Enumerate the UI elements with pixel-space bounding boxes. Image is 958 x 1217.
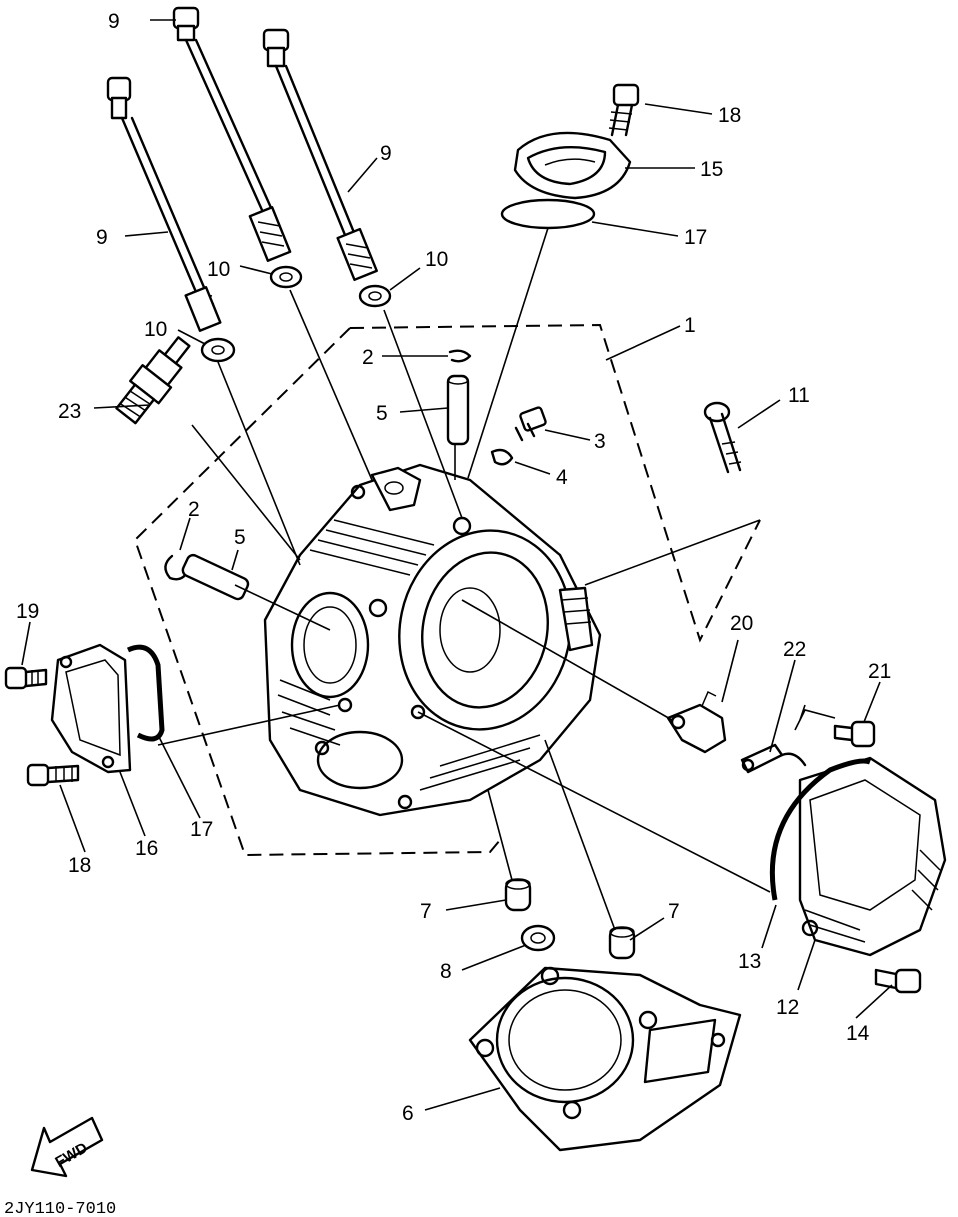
- callout-6: 6: [402, 1102, 414, 1125]
- o-ring-top: [500, 198, 596, 230]
- seal-8: [520, 924, 556, 952]
- dowel-pin-right: [608, 926, 636, 960]
- callout-16: 16: [135, 837, 158, 860]
- valve-cover-12: [798, 756, 947, 957]
- bolt-21: [833, 720, 876, 748]
- callout-22: 22: [783, 638, 806, 661]
- stud-bolt-middle: [172, 6, 292, 262]
- spark-plug: [115, 336, 191, 425]
- callout-18-lower: 18: [68, 854, 91, 877]
- callout-leaders: [21, 19, 893, 1111]
- bolt-3: [514, 406, 547, 442]
- callout-10-middle: 10: [207, 258, 230, 281]
- callout-21: 21: [868, 660, 891, 683]
- diagram-code: 2JY110-7010: [4, 1200, 116, 1217]
- callout-8: 8: [440, 960, 452, 983]
- forward-arrow: FWD: [30, 1116, 104, 1178]
- valve-guide-lower: [181, 553, 250, 601]
- callout-23: 23: [58, 400, 81, 423]
- bolt-14: [874, 968, 922, 994]
- bolt-19: [4, 666, 48, 690]
- callout-20: 20: [730, 612, 753, 635]
- fitting-20: [666, 690, 727, 754]
- callout-2-upper: 2: [362, 346, 374, 369]
- bolt-top: [608, 83, 640, 137]
- callout-10-left: 10: [144, 318, 167, 341]
- callout-2-lower: 2: [188, 498, 200, 521]
- gasket-13: [769, 758, 871, 901]
- washer-left: [200, 337, 236, 363]
- washer-middle: [269, 265, 303, 289]
- callout-3: 3: [594, 430, 606, 453]
- callout-14: 14: [846, 1022, 870, 1045]
- circlip-lower: [164, 554, 188, 581]
- dowel-pin-left: [504, 878, 532, 912]
- callout-9-right: 9: [380, 142, 392, 165]
- clip-4: [490, 448, 514, 466]
- bolt-11: [703, 401, 742, 474]
- o-ring-side: [126, 644, 165, 742]
- circlip-upper: [448, 349, 472, 363]
- cover-cap-15: [513, 131, 632, 200]
- callout-9-left: 9: [96, 226, 108, 249]
- callout-18-top: 18: [718, 104, 741, 127]
- callout-17-side: 17: [190, 818, 213, 841]
- callout-5-upper: 5: [376, 402, 388, 425]
- stud-bolt-right: [262, 28, 378, 282]
- callout-7-left: 7: [420, 900, 432, 923]
- callout-9-top: 9: [108, 10, 120, 33]
- callout-11: 11: [788, 384, 810, 407]
- callout-1: 1: [684, 314, 696, 337]
- callout-15: 15: [700, 158, 723, 181]
- cylinder-head-body: [263, 463, 602, 817]
- callout-10-right: 10: [425, 248, 448, 271]
- head-gasket-6: [468, 966, 742, 1152]
- side-cover-16: [50, 643, 132, 774]
- callout-12: 12: [776, 996, 799, 1019]
- callout-labels: 9 9 9 10 10 10 18 15 17 1 2 5 3 4 11 23 …: [16, 10, 891, 1125]
- callout-17-top: 17: [684, 226, 707, 249]
- stud-bolt-left: [106, 76, 222, 332]
- connection-lines: [157, 227, 836, 931]
- washer-right: [358, 284, 392, 308]
- callout-7-right: 7: [668, 900, 680, 923]
- bolt-18-lower: [26, 763, 80, 787]
- callout-5-lower: 5: [234, 526, 246, 549]
- callout-19: 19: [16, 600, 39, 623]
- valve-guide-upper: [446, 374, 470, 446]
- bracket-22: [740, 743, 807, 774]
- callout-4: 4: [556, 466, 568, 489]
- cylinder-head-assembly-outline: [133, 323, 761, 857]
- callout-13: 13: [738, 950, 761, 973]
